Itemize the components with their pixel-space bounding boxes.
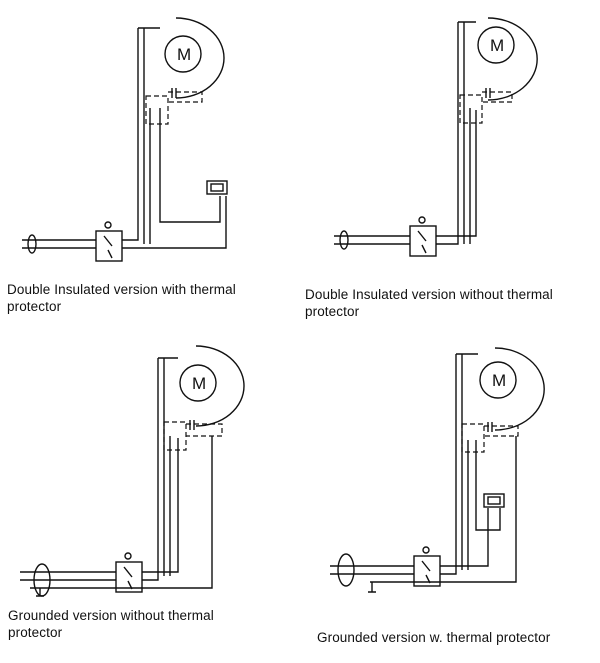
cord-icon [339,230,349,250]
motor-icon [479,361,517,399]
motor-icon [477,26,515,64]
caption-diagram-4: Grounded version w. thermal protector [317,629,550,646]
caption-line-1: Grounded version without thermal [8,608,214,623]
motor-icon [179,364,217,402]
switch-icon [413,555,441,587]
caption-line-2: protector [305,304,360,319]
diagram-grounded-with-protector: M [330,347,545,593]
diagram-double-insulated-without-protector: M [334,17,538,257]
switch-icon [409,225,437,257]
switch-icon [95,230,123,262]
ground-symbol-icon [36,588,44,597]
ground-symbol-icon [368,582,376,593]
cord-icon [27,234,37,254]
caption-line-1: Double Insulated version with thermal [7,282,236,297]
motor-label: M [177,45,191,64]
caption-line-1: Double Insulated version without thermal [305,287,553,302]
diagram-double-insulated-with-protector: M [22,17,228,262]
caption-diagram-2: Double Insulated version without thermal… [305,286,553,320]
motor-label: M [490,36,504,55]
caption-diagram-1: Double Insulated version with thermal pr… [7,281,236,315]
cord-icon [337,553,355,587]
thermal-protector-icon [483,493,505,508]
caption-line-2: protector [8,625,63,640]
diagram-grounded-without-protector: M [20,345,245,597]
motor-icon [164,35,202,73]
caption-line-1: Grounded version w. thermal protector [317,630,551,645]
motor-label: M [192,374,206,393]
switch-icon [115,561,143,593]
thermal-protector-icon [206,180,228,195]
motor-label: M [492,371,506,390]
caption-diagram-3: Grounded version without thermal protect… [8,607,214,641]
caption-line-2: protector [7,299,62,314]
